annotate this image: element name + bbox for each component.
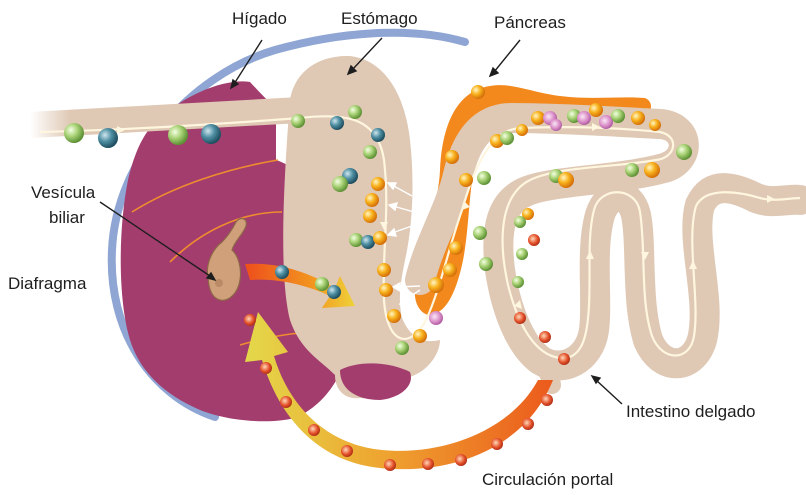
particle bbox=[539, 331, 551, 343]
particle bbox=[473, 226, 487, 240]
particle bbox=[611, 109, 625, 123]
particle bbox=[558, 172, 574, 188]
particle bbox=[471, 85, 485, 99]
particle bbox=[528, 234, 540, 246]
particle bbox=[531, 111, 545, 125]
particle bbox=[413, 329, 427, 343]
particle bbox=[201, 124, 221, 144]
particle bbox=[479, 257, 493, 271]
particle bbox=[599, 115, 613, 129]
particle bbox=[327, 285, 341, 299]
particle bbox=[387, 309, 401, 323]
particle bbox=[363, 209, 377, 223]
particle bbox=[365, 193, 379, 207]
small-intestine bbox=[420, 118, 800, 365]
particle bbox=[377, 263, 391, 277]
particle bbox=[455, 454, 467, 466]
particle bbox=[260, 362, 272, 374]
particle bbox=[349, 233, 363, 247]
particle bbox=[522, 418, 534, 430]
particle bbox=[477, 171, 491, 185]
particle bbox=[445, 150, 459, 164]
gallbladder-spot bbox=[215, 279, 223, 287]
particle bbox=[491, 438, 503, 450]
particle bbox=[275, 265, 289, 279]
particle bbox=[315, 277, 329, 291]
particle bbox=[244, 314, 256, 326]
particle bbox=[449, 241, 463, 255]
particle bbox=[348, 105, 362, 119]
particle bbox=[558, 353, 570, 365]
particle bbox=[541, 394, 553, 406]
particle bbox=[459, 173, 473, 187]
particle bbox=[280, 396, 292, 408]
label-gallbladder-line1: Vesícula bbox=[31, 183, 95, 203]
particle bbox=[676, 144, 692, 160]
particle bbox=[514, 216, 526, 228]
particle bbox=[516, 124, 528, 136]
particle bbox=[371, 128, 385, 142]
particle bbox=[625, 163, 639, 177]
particle bbox=[371, 177, 385, 191]
particle bbox=[428, 277, 444, 293]
particle bbox=[291, 114, 305, 128]
particle bbox=[308, 424, 320, 436]
particle bbox=[500, 131, 514, 145]
label-diaphragm: Diafragma bbox=[8, 274, 86, 294]
label-stomach: Estómago bbox=[341, 9, 418, 29]
esophagus bbox=[30, 110, 300, 125]
particle bbox=[384, 459, 396, 471]
particle bbox=[361, 235, 375, 249]
particle bbox=[379, 283, 393, 297]
label-portal-circulation: Circulación portal bbox=[482, 470, 613, 490]
particle bbox=[443, 263, 457, 277]
particle bbox=[168, 125, 188, 145]
particle bbox=[514, 312, 526, 324]
particle bbox=[516, 248, 528, 260]
label-gallbladder-line2: biliar bbox=[49, 208, 85, 228]
particle bbox=[550, 119, 562, 131]
particle bbox=[332, 176, 348, 192]
particle bbox=[330, 116, 344, 130]
particle bbox=[98, 128, 118, 148]
particle bbox=[512, 276, 524, 288]
label-pancreas: Páncreas bbox=[494, 13, 566, 33]
particle bbox=[631, 111, 645, 125]
particle bbox=[341, 445, 353, 457]
particle bbox=[363, 145, 377, 159]
label-small-intestine: Intestino delgado bbox=[626, 402, 756, 422]
particle bbox=[649, 119, 661, 131]
particle bbox=[395, 341, 409, 355]
label-liver: Hígado bbox=[232, 9, 287, 29]
particle bbox=[64, 123, 84, 143]
particle bbox=[577, 111, 591, 125]
particle bbox=[373, 231, 387, 245]
particle bbox=[422, 458, 434, 470]
particle bbox=[429, 311, 443, 325]
particle bbox=[589, 103, 603, 117]
particle bbox=[644, 162, 660, 178]
